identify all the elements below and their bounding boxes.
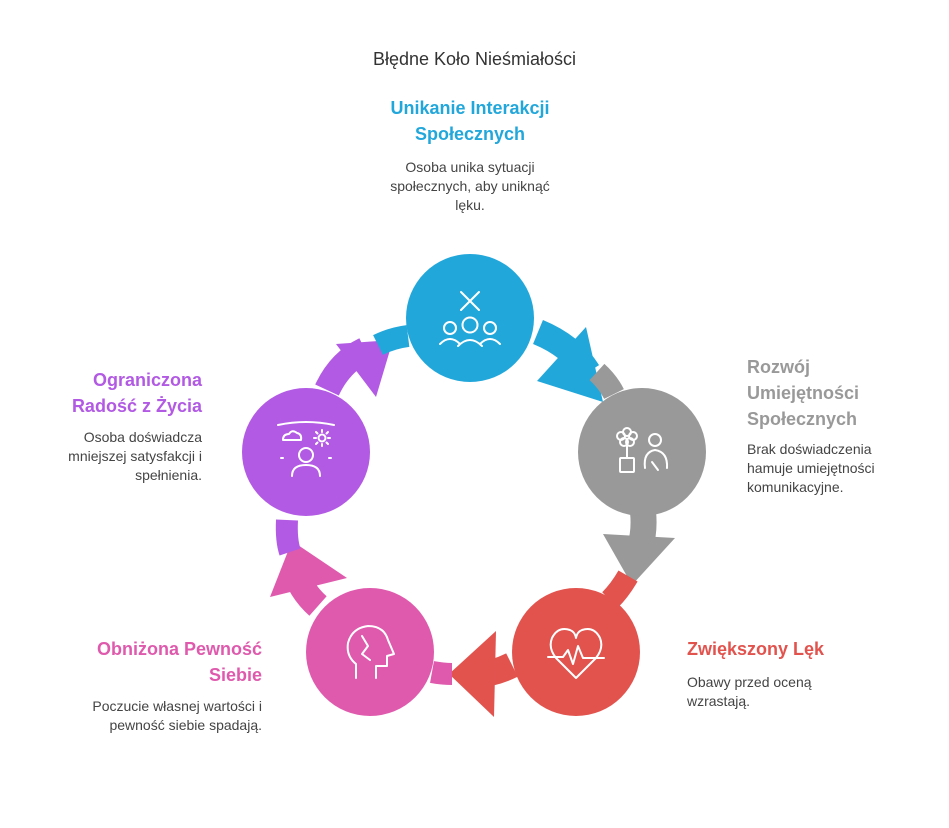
arrow-purple-to-blue [315,325,410,397]
arrow-gray-to-red [602,510,675,608]
arrow-pink-to-purple [270,519,347,616]
plant-person-icon [616,427,669,473]
stage-heading-avoidance: Unikanie Interakcji Społecznych [390,98,550,144]
broken-head-icon [346,625,395,679]
stage-heading-confidence: Obniżona Pewność Siebie [96,639,262,685]
stage-circle-skills [578,388,706,516]
stage-circle-joy [242,388,370,516]
stage-description-confidence: Poczucie własnej wartości i pewność sieb… [92,698,262,733]
stage-description-skills: Brak doświadczenia hamuje umiejętności k… [747,441,875,495]
stage-heading-skills: Rozwój Umiejętności Społecznych [747,357,860,429]
arrow-red-to-pink [430,631,518,717]
avoid-people-icon [439,291,501,347]
heart-pulse-icon [547,628,605,679]
weather-person-icon [277,421,335,477]
stage-heading-anxiety: Zwiększony Lęk [687,639,825,659]
stage-circle-confidence [306,588,434,716]
diagram-title: Błędne Koło Nieśmiałości [372,49,577,69]
stage-description-avoidance: Osoba unika sytuacji społecznych, aby un… [390,159,550,213]
stage-description-anxiety: Obawy przed oceną wzrastają. [687,674,812,709]
stage-description-joy: Osoba doświadcza mniejszej satysfakcji i… [68,429,202,483]
arrow-blue-to-gray [532,319,624,402]
stage-heading-joy: Ograniczona Radość z Życia [71,370,202,416]
